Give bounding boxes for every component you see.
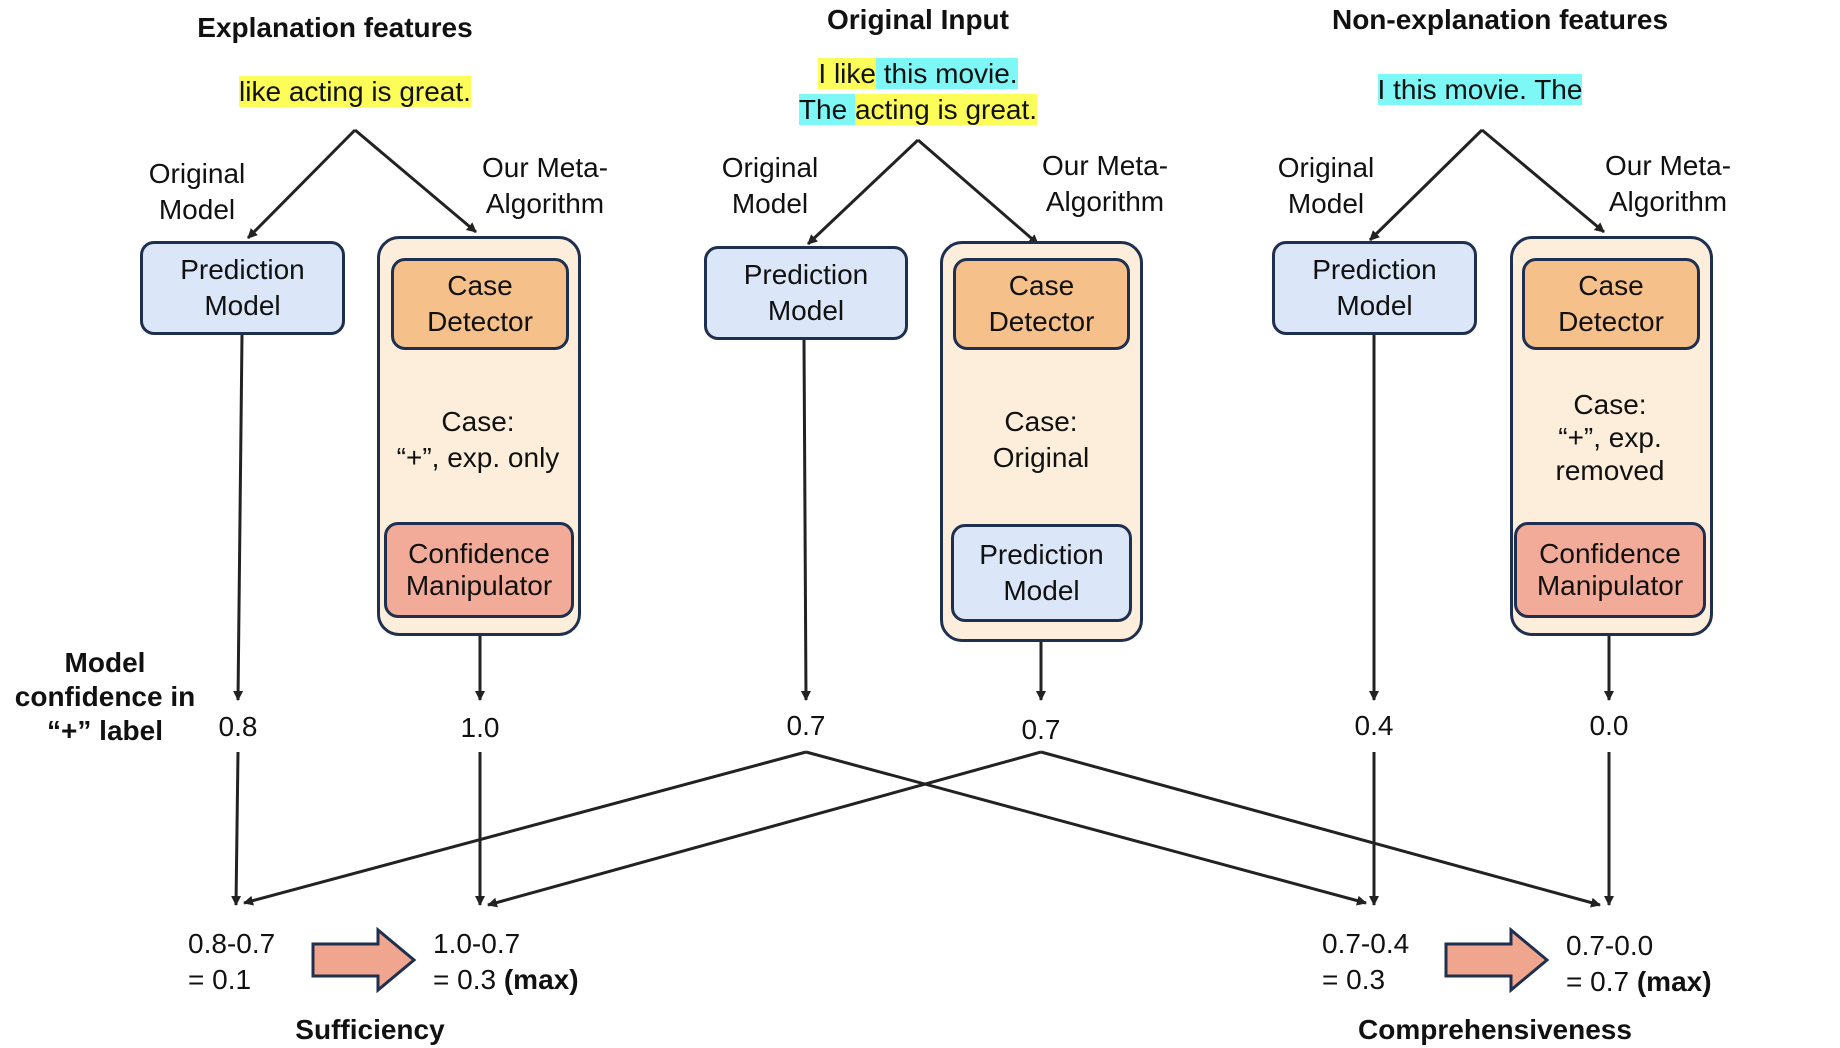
explanation-input-text: like acting is great.	[155, 74, 555, 110]
value-meta-nonexp: 0.0	[1589, 710, 1629, 741]
non-explanation-input-text: I this movie. The	[1280, 72, 1680, 108]
meta-algorithm-label: Our Meta-Algorithm	[1604, 150, 1732, 217]
case-label: Case:“+”, exp.removed	[1555, 389, 1665, 487]
value-meta-exp: 1.0	[460, 712, 500, 743]
sufficiency-label: Sufficiency	[295, 1014, 445, 1045]
case-label: Case:Original	[992, 406, 1090, 473]
panel-title-original: Original Input	[827, 4, 1009, 35]
value-original-nonexp: 0.4	[1354, 710, 1394, 741]
original-input-line2: The acting is great.	[798, 94, 1038, 125]
comprehensiveness-original-result: 0.7-0.4= 0.3	[1322, 928, 1410, 995]
comprehensiveness-label: Comprehensiveness	[1358, 1014, 1632, 1045]
panel-title-non-explanation: Non-explanation features	[1331, 4, 1669, 35]
comprehensiveness-meta-result: 0.7-0.0= 0.7 (max)	[1566, 930, 1712, 997]
value-original-input: 0.7	[786, 710, 826, 741]
panel-title-explanation: Explanation features	[197, 12, 473, 43]
value-meta-original: 0.7	[1021, 714, 1061, 745]
meta-algorithm-label: Our Meta-Algorithm	[1041, 150, 1169, 217]
highlight-segment: I this movie. The	[1377, 74, 1583, 105]
sufficiency-original-result: 0.8-0.7= 0.1	[188, 928, 276, 995]
comprehensiveness-arrow	[1444, 926, 1550, 994]
value-original-exp: 0.8	[218, 711, 258, 742]
sufficiency-meta-result: 1.0-0.7= 0.3 (max)	[433, 928, 579, 995]
highlight-segment: like acting is great.	[239, 76, 471, 107]
meta-algorithm-label: Our Meta-Algorithm	[481, 152, 609, 219]
original-input-line1: I like this movie.	[818, 58, 1018, 89]
sufficiency-arrow	[311, 926, 417, 994]
case-label: Case:“+”, exp. only	[396, 406, 560, 473]
